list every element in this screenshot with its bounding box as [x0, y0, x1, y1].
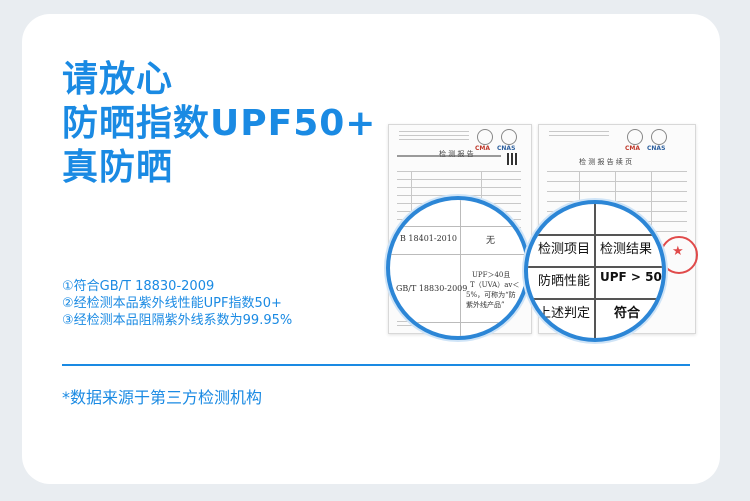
report-continuation-title: 检 测 报 告 续 页	[579, 158, 633, 166]
qr-code-icon	[507, 153, 519, 165]
standard-result-2-line-3: 5%，可称为“防	[466, 291, 516, 299]
standard-code-2: GB/T 18830-2009	[396, 284, 468, 293]
feature-points: ①符合GB/T 18830-2009 ②经检测本品紫外线性能UPF指数50+ ③…	[62, 278, 292, 329]
magnifier-standards: B 18401-2010 无 GB/T 18830-2009 UPF＞40且 T…	[386, 196, 530, 340]
standard-code-1: B 18401-2010	[400, 234, 457, 243]
point-1: ①符合GB/T 18830-2009	[62, 279, 215, 294]
standard-result-1: 无	[486, 236, 496, 246]
cma-logo-icon	[477, 129, 493, 145]
sun-protection-label: 防晒性能	[538, 274, 591, 289]
conclusion-label: 上述判定	[538, 306, 591, 321]
seal-star-icon: ★	[672, 244, 684, 259]
headline-line-3: 真防晒	[62, 147, 174, 188]
cma-logo-text: CMA	[475, 145, 491, 152]
cnas-logo-icon	[501, 129, 517, 145]
point-2: ②经检测本品紫外线性能UPF指数50+	[62, 296, 282, 311]
headline-line-2: 防晒指数UPF50+	[62, 103, 377, 144]
cnas-logo-icon-2	[651, 129, 667, 145]
report-title: 检 测 报 告	[439, 150, 474, 158]
headline-line-1: 请放心	[62, 59, 174, 100]
conclusion-result: 符合	[614, 306, 641, 321]
header-test-item: 检测项目	[538, 242, 591, 257]
cnas-logo-text: CNAS	[497, 145, 516, 152]
standard-result-2-line-4: 紫外线产品”	[466, 301, 505, 309]
standard-result-2-line-2: T（UVA）av＜	[470, 281, 520, 289]
magnifier-results: 检测项目 检测结果 防晒性能 UPF > 50 上述判定 符合	[524, 200, 666, 342]
section-divider	[62, 364, 690, 366]
standard-result-2-line-1: UPF＞40且	[472, 271, 511, 279]
data-source-note: *数据来源于第三方检测机构	[62, 388, 263, 407]
sun-protection-result: UPF > 50	[600, 270, 662, 284]
point-3: ③经检测本品阻隔紫外线系数为99.95%	[62, 313, 293, 328]
headline: 请放心 防晒指数UPF50+ 真防晒	[62, 58, 376, 190]
cma-logo-icon-2	[627, 129, 643, 145]
cma-logo-text-2: CMA	[625, 145, 641, 152]
cnas-logo-text-2: CNAS	[647, 145, 666, 152]
header-test-result: 检测结果	[600, 242, 653, 257]
